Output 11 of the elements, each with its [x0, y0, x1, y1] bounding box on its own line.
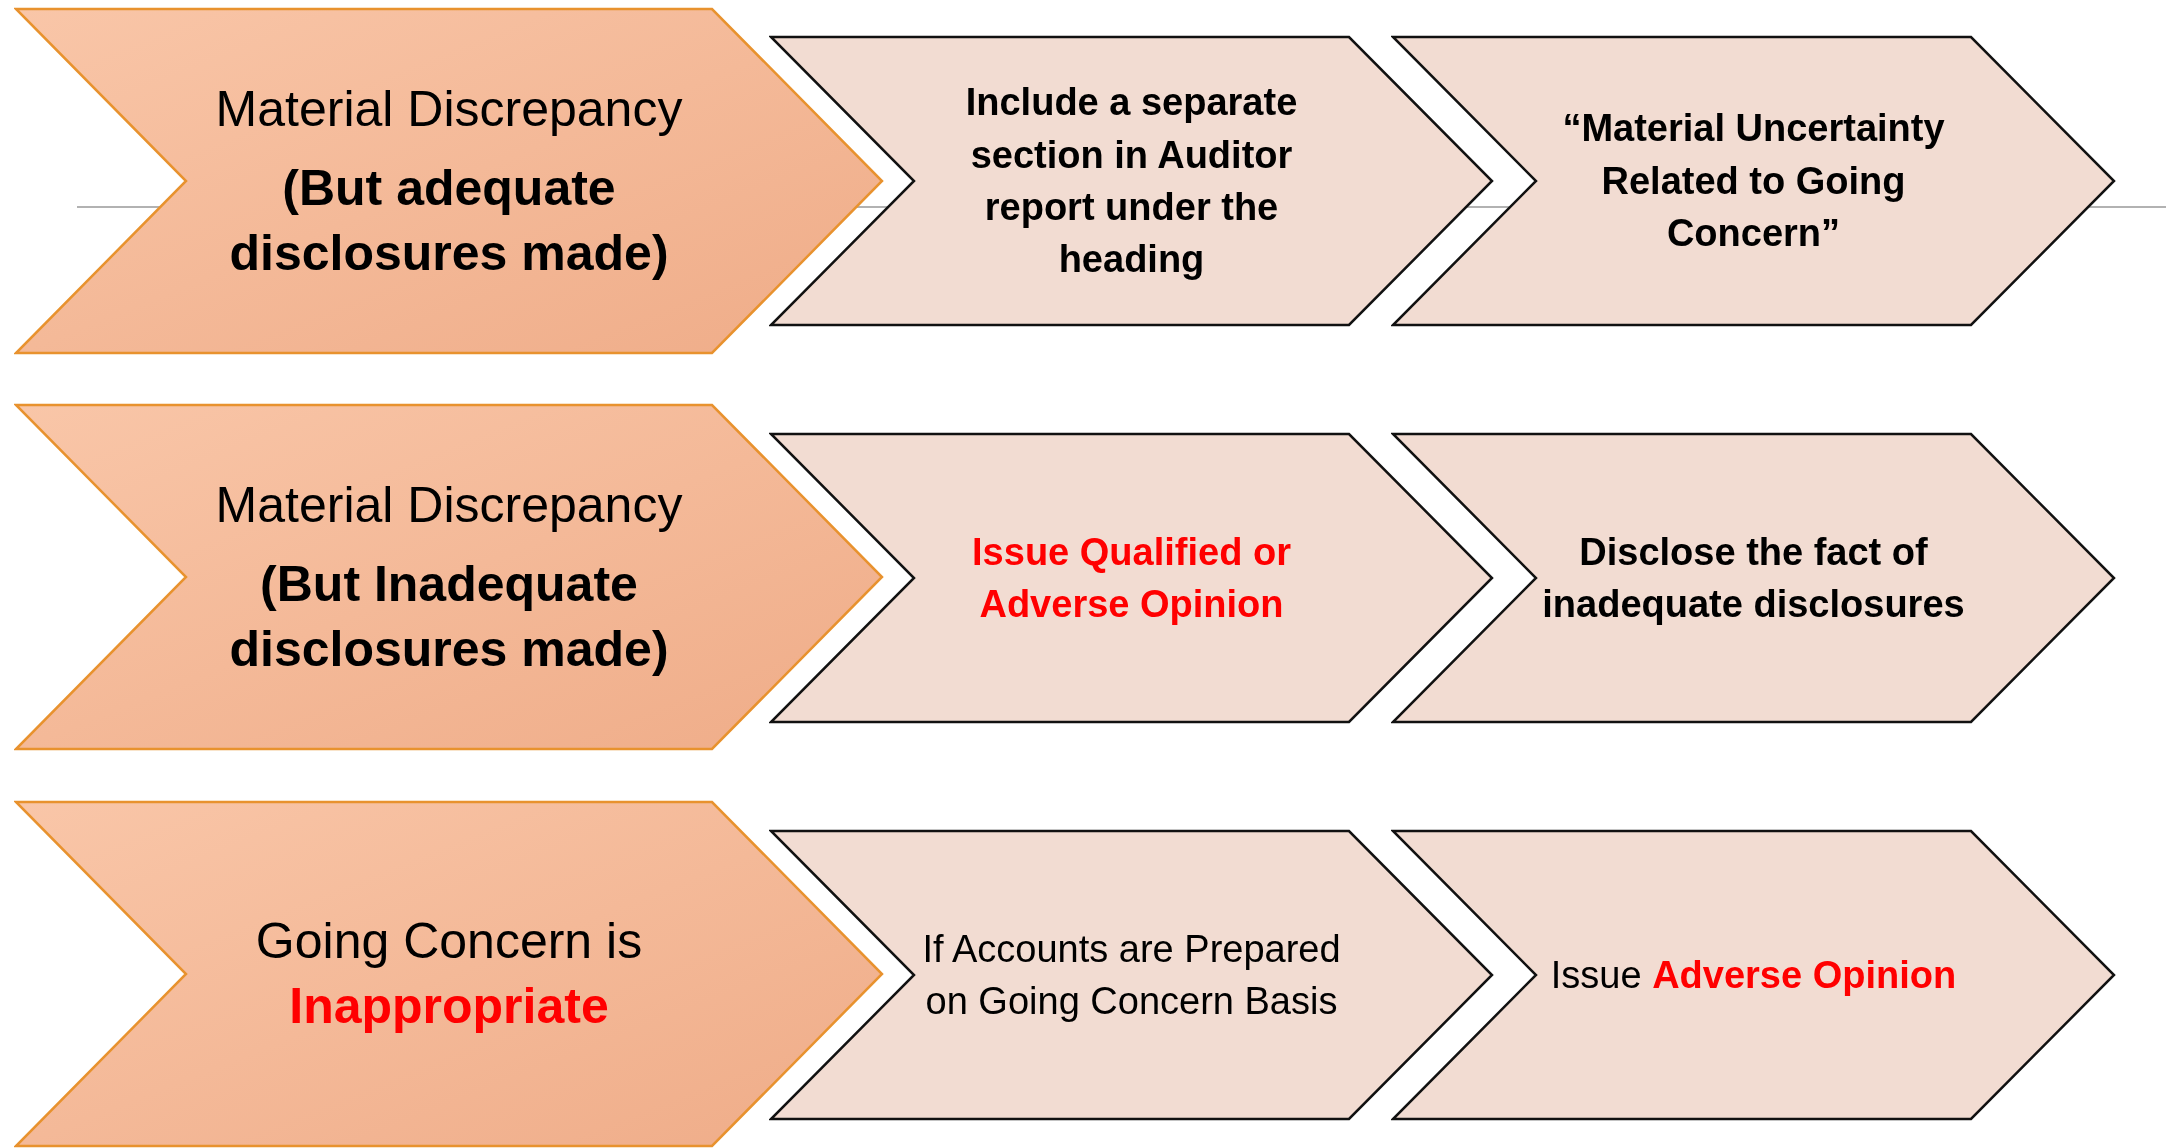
chevron-text: Issue Adverse Opinion: [1550, 952, 1957, 998]
chevron-text: (But adequate disclosures made): [228, 158, 670, 283]
chevron-text: If Accounts are Prepared on Going Concern Basis: [921, 926, 1342, 1024]
chevron-text: Issue Qualified or Adverse Opinion: [971, 529, 1292, 627]
chevron-text: Include a separate section in Auditor report under the heading: [964, 80, 1299, 283]
chevron-text: Material Discrepancy: [215, 475, 683, 535]
chevron-text: Material Discrepancy: [215, 79, 683, 139]
chevron-text: (But Inadequate disclosures made): [228, 554, 670, 679]
chevron-text: Going Concern is Inappropriate: [254, 912, 644, 1036]
chevron-text: “Material Uncertainty Related to Going Concern”: [1561, 106, 1946, 257]
chevron-text: Disclose the fact of inadequate disclosures: [1541, 529, 1966, 627]
